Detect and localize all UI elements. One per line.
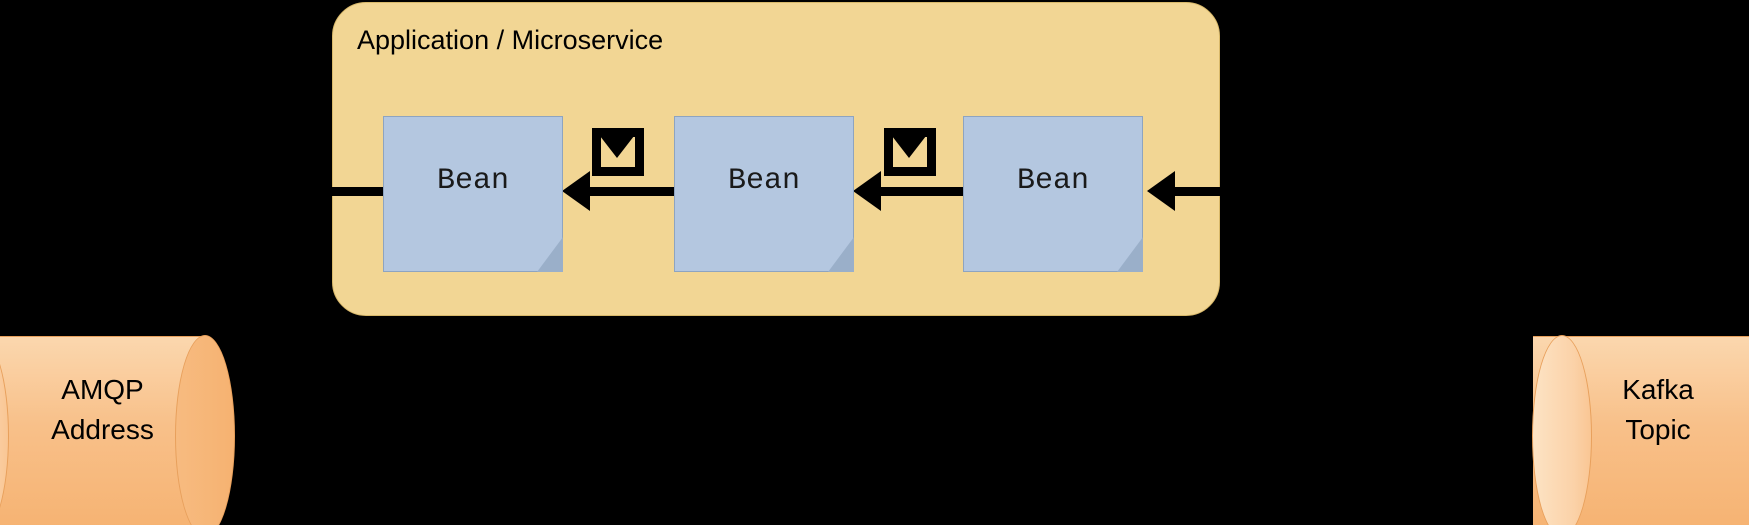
envelope-flap-icon <box>892 136 926 158</box>
amqp-address-label: AMQP Address <box>0 370 205 450</box>
envelope-flap-icon <box>600 136 634 158</box>
kafka-topic-cylinder[interactable]: Kafka Topic <box>1532 335 1749 525</box>
kafka-topic-label: Kafka Topic <box>1568 370 1748 450</box>
kafka-label-line-2: Topic <box>1625 414 1691 445</box>
bean-label-2: Bean <box>727 164 800 198</box>
bean-paper-shape-2 <box>674 116 854 272</box>
arrow-line-bean1-to-amqp <box>330 187 392 196</box>
amqp-cylinder-body <box>0 336 205 525</box>
amqp-cylinder-right-cap <box>175 335 235 525</box>
bean-paper-shape-3 <box>963 116 1143 272</box>
arrow-line-kafka-to-bean3 <box>1175 187 1355 196</box>
bean-label-3: Bean <box>1016 164 1089 198</box>
bean-label-1: Bean <box>436 164 509 198</box>
arrow-head-bean3-to-bean2 <box>853 171 881 211</box>
arrow-line-bean3-to-bean2 <box>881 187 973 196</box>
kafka-cylinder-left-cap <box>1532 335 1592 525</box>
bean-paper-shape-1 <box>383 116 563 272</box>
arrow-head-bean2-to-bean1 <box>562 171 590 211</box>
arrow-line-bean2-to-bean1 <box>590 187 682 196</box>
arrow-head-kafka-to-bean3 <box>1147 171 1175 211</box>
amqp-label-line-1: AMQP <box>61 374 144 405</box>
bean-box-2[interactable]: Bean <box>674 116 854 272</box>
kafka-label-line-1: Kafka <box>1622 374 1694 405</box>
amqp-label-line-2: Address <box>51 414 154 445</box>
bean-box-1[interactable]: Bean <box>383 116 563 272</box>
envelope-icon <box>592 128 644 176</box>
envelope-icon <box>884 128 936 176</box>
bean-box-3[interactable]: Bean <box>963 116 1143 272</box>
amqp-address-cylinder[interactable]: AMQP Address <box>0 335 235 525</box>
application-title: Application / Microservice <box>357 25 664 55</box>
